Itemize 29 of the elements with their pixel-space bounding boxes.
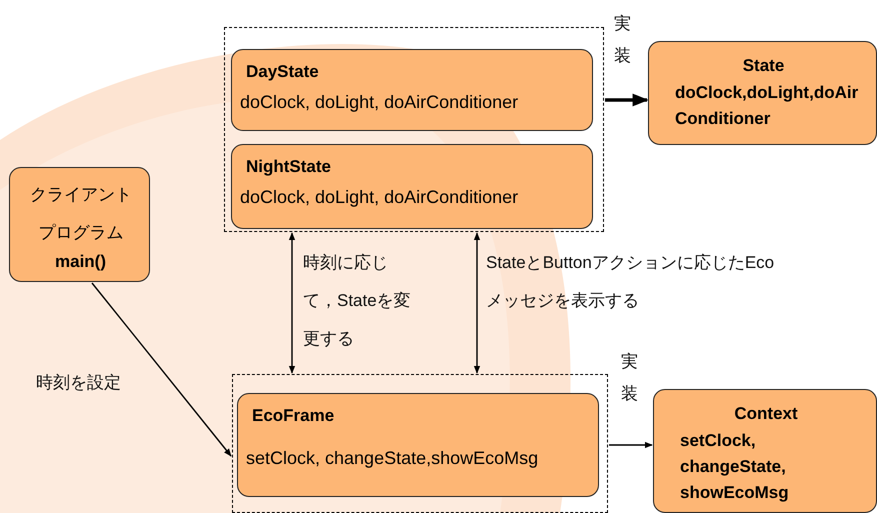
edge-label: StateとButtonアクションに応じたEcoメッセジを表示する — [486, 252, 776, 312]
interface-name: State — [742, 56, 786, 76]
arrow — [288, 232, 296, 374]
arrow — [609, 442, 653, 448]
class-box — [653, 389, 877, 513]
dashed-group-box — [232, 374, 608, 513]
dashed-group-box — [224, 27, 604, 232]
class-box — [237, 393, 599, 497]
class-box — [231, 144, 593, 229]
arrow — [474, 232, 480, 374]
edge-label: 実装 — [621, 351, 638, 406]
method-list: doClock, doLight, doAirConditioner — [240, 92, 518, 113]
class-box — [231, 49, 593, 131]
method-name: main() — [54, 252, 107, 272]
method-list: setClock, changeState,showEcoMsg — [246, 448, 538, 469]
method-list: doClock,doLight,doAirConditioner — [675, 80, 870, 132]
arrow — [91, 282, 232, 457]
class-name: NightState — [246, 157, 331, 177]
edge-label: 実装 — [614, 13, 631, 68]
class-name: DayState — [246, 62, 319, 82]
method-list: setClock, changeState, showEcoMsg — [680, 428, 830, 506]
method-list: doClock, doLight, doAirConditioner — [240, 187, 518, 208]
class-box — [9, 167, 150, 282]
edge-label: 時刻を設定 — [36, 372, 122, 394]
class-box — [648, 41, 877, 145]
arrow — [605, 94, 649, 106]
edge-label: 時刻に応じて，Stateを変更する — [303, 252, 412, 350]
interface-name: Context — [733, 404, 799, 424]
class-name: EcoFrame — [252, 406, 334, 426]
